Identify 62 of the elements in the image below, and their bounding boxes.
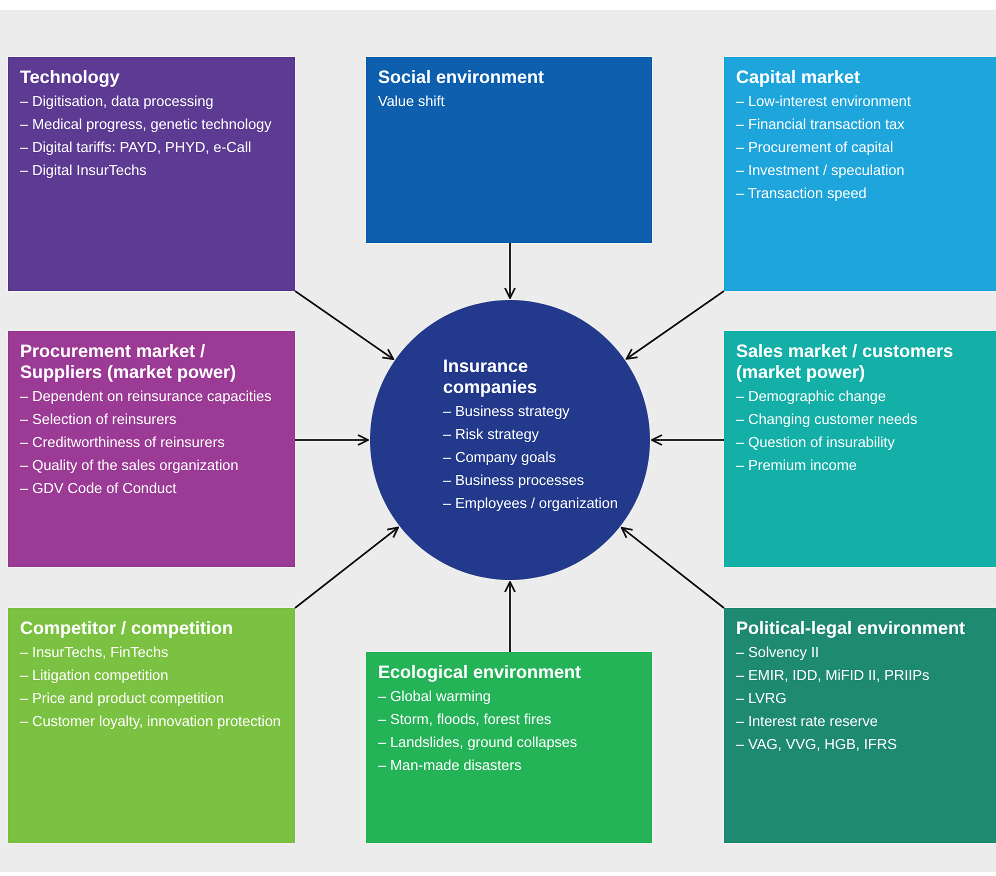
list-item: – Storm, floods, forest fires	[378, 712, 552, 729]
category-box	[724, 608, 996, 843]
list-item: – Litigation competition	[20, 668, 170, 685]
category-box	[366, 57, 652, 243]
list-item: – Interest rate reserve	[736, 714, 879, 731]
list-item: – Creditworthiness of reinsurers	[20, 435, 226, 452]
list-item: – Medical progress, genetic technology	[20, 117, 272, 134]
list-item: – Customer loyalty, innovation protection	[20, 714, 282, 731]
box-heading: Social environment	[378, 67, 546, 88]
list-item: – Digital tariffs: PAYD, PHYD, e-Call	[20, 140, 252, 157]
box-heading: Sales market / customers (market power)	[736, 341, 954, 383]
box-heading: Capital market	[736, 67, 862, 88]
list-item: – Changing customer needs	[736, 412, 918, 429]
list-item: – Investment / speculation	[736, 163, 906, 180]
list-item: – Premium income	[736, 458, 858, 475]
list-item: – Procurement of capital	[736, 140, 894, 157]
list-item: – VAG, VVG, HGB, IFRS	[736, 737, 898, 754]
list-item: – LVRG	[736, 691, 788, 708]
list-item: – Digitisation, data processing	[20, 94, 214, 111]
box-heading: Insurance companies	[443, 356, 538, 398]
box-heading: Ecological environment	[378, 662, 582, 683]
list-item: – Digital InsurTechs	[20, 163, 148, 180]
list-item: – Man-made disasters	[378, 758, 522, 775]
arrow	[294, 290, 394, 360]
list-item: – Solvency II	[736, 645, 820, 662]
list-item: – Transaction speed	[736, 186, 868, 203]
list-item: – EMIR, IDD, MiFID II, PRIIPs	[736, 668, 930, 685]
list-item: Value shift	[378, 94, 446, 111]
box-heading: Political-legal environment	[736, 618, 966, 639]
category-box	[8, 608, 295, 843]
box-heading: Competitor / competition	[20, 618, 234, 639]
box-heading: Procurement market / Suppliers (market power)	[20, 341, 238, 383]
list-item: – Question of insurability	[736, 435, 896, 452]
category-box	[8, 331, 295, 567]
list-item: – Selection of reinsurers	[20, 412, 178, 429]
category-box	[8, 57, 295, 291]
box-heading: Technology	[20, 67, 121, 88]
list-item: – Financial transaction tax	[736, 117, 906, 134]
arrow	[295, 434, 369, 446]
list-item: – GDV Code of Conduct	[20, 481, 178, 498]
list-item: – InsurTechs, FinTechs	[20, 645, 170, 662]
list-item: – Price and product competition	[20, 691, 225, 708]
arrow	[504, 243, 516, 299]
list-item: – Dependent on reinsurance capacities	[20, 389, 272, 406]
category-box	[724, 57, 996, 291]
arrow	[651, 434, 724, 446]
list-item: – Risk strategy	[443, 427, 540, 444]
list-item: – Low-interest environment	[736, 94, 912, 111]
category-box	[724, 331, 996, 567]
list-item: – Business strategy	[443, 404, 571, 421]
arrow	[626, 290, 725, 360]
list-item: – Landslides, ground collapses	[378, 735, 578, 752]
list-item: – Quality of the sales organization	[20, 458, 240, 475]
arrow	[620, 526, 725, 609]
arrow	[294, 526, 399, 609]
list-item: – Demographic change	[736, 389, 887, 406]
list-item: – Global warming	[378, 689, 492, 706]
list-item: – Company goals	[443, 450, 557, 467]
list-item: – Business processes	[443, 473, 586, 490]
list-item: – Employees / organization	[443, 496, 619, 513]
arrow	[504, 581, 516, 652]
category-box	[366, 652, 652, 843]
